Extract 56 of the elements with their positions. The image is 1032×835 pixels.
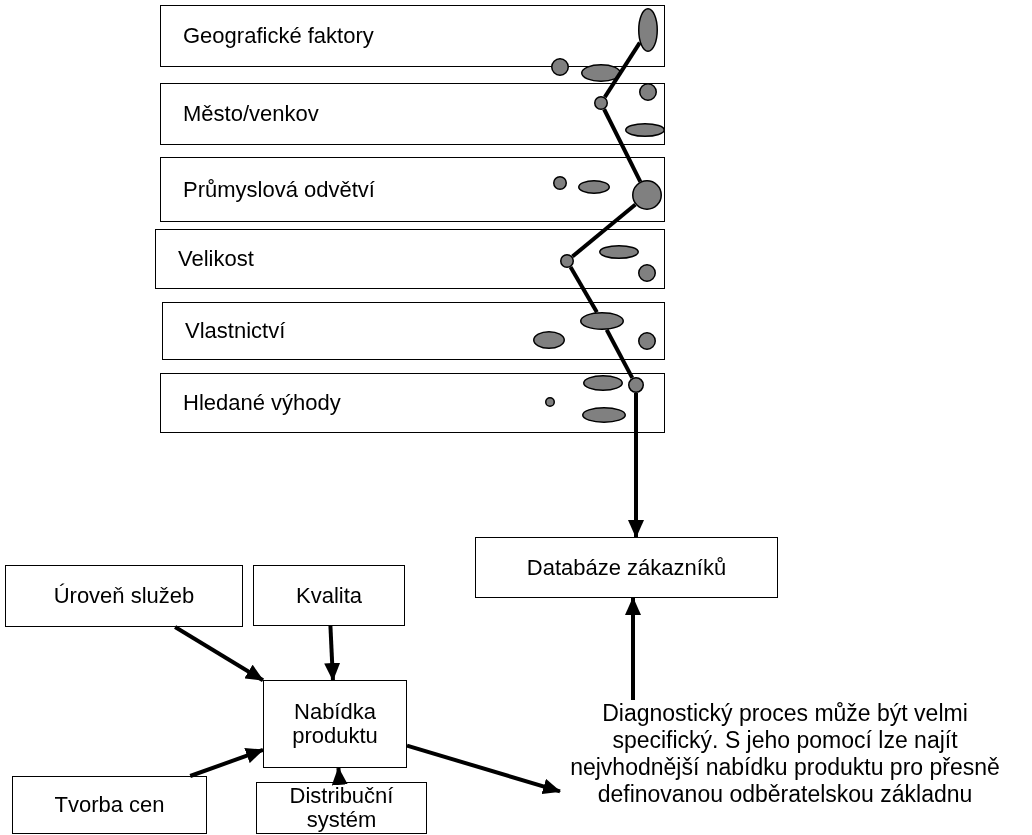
oval-marker	[577, 179, 610, 194]
box-label: Nabídka produktu	[291, 700, 379, 748]
circle-marker	[637, 331, 656, 350]
process-box	[263, 680, 407, 768]
connector-line	[603, 41, 642, 99]
connector-line	[568, 266, 599, 314]
segment-box	[160, 373, 665, 433]
circle-marker	[544, 396, 555, 407]
arrow	[628, 393, 644, 538]
box-label: Kvalita	[295, 583, 362, 608]
connector-line	[604, 328, 634, 379]
process-box	[12, 776, 207, 834]
oval-marker	[579, 311, 624, 330]
process-box	[253, 565, 405, 626]
box-label: Distribuční systém	[288, 784, 395, 832]
circle-marker	[637, 263, 656, 282]
box-label: Průmyslová odvětví	[183, 176, 375, 203]
circle-marker	[593, 95, 608, 110]
process-box	[256, 782, 427, 834]
arrow	[406, 743, 561, 795]
box-label: Velikost	[178, 246, 254, 272]
segment-box	[160, 83, 665, 145]
oval-marker	[581, 64, 621, 82]
oval-marker	[624, 122, 665, 137]
arrow	[331, 767, 348, 786]
circle-marker	[552, 175, 567, 190]
arrow	[324, 625, 341, 681]
segment-box	[162, 302, 665, 360]
note-text: Diagnostický proces může být velmi specifický. S jeho pomocí lze najít nejvhodnější nabídku produktu pro přesně definovanou odběratelskou základnu	[560, 700, 1010, 835]
segment-box	[155, 229, 665, 289]
arrow	[174, 625, 265, 683]
circle-marker	[559, 253, 574, 268]
box-label: Geografické faktory	[183, 23, 374, 49]
process-box	[475, 537, 778, 598]
arrow	[189, 747, 264, 778]
oval-marker	[582, 374, 623, 391]
circle-marker	[631, 179, 662, 210]
box-label: Vlastnictví	[185, 318, 286, 344]
box-label: Úroveň služeb	[53, 584, 195, 608]
oval-marker	[598, 244, 639, 259]
connector-line	[571, 203, 637, 259]
process-box	[5, 565, 243, 627]
segment-box	[160, 5, 665, 67]
oval-marker	[532, 330, 565, 349]
box-label: Tvorba cen	[54, 793, 165, 817]
box-label: Město/venkov	[183, 101, 319, 127]
circle-marker	[638, 82, 657, 101]
circle-marker	[627, 376, 644, 393]
circle-marker	[551, 58, 569, 76]
connector-line	[602, 108, 643, 183]
box-label: Databáze zákazníků	[526, 555, 727, 580]
oval-marker	[637, 7, 658, 52]
oval-marker	[581, 406, 626, 423]
box-label: Hledané výhody	[183, 390, 341, 416]
arrow	[625, 597, 641, 700]
segment-box	[160, 157, 665, 222]
